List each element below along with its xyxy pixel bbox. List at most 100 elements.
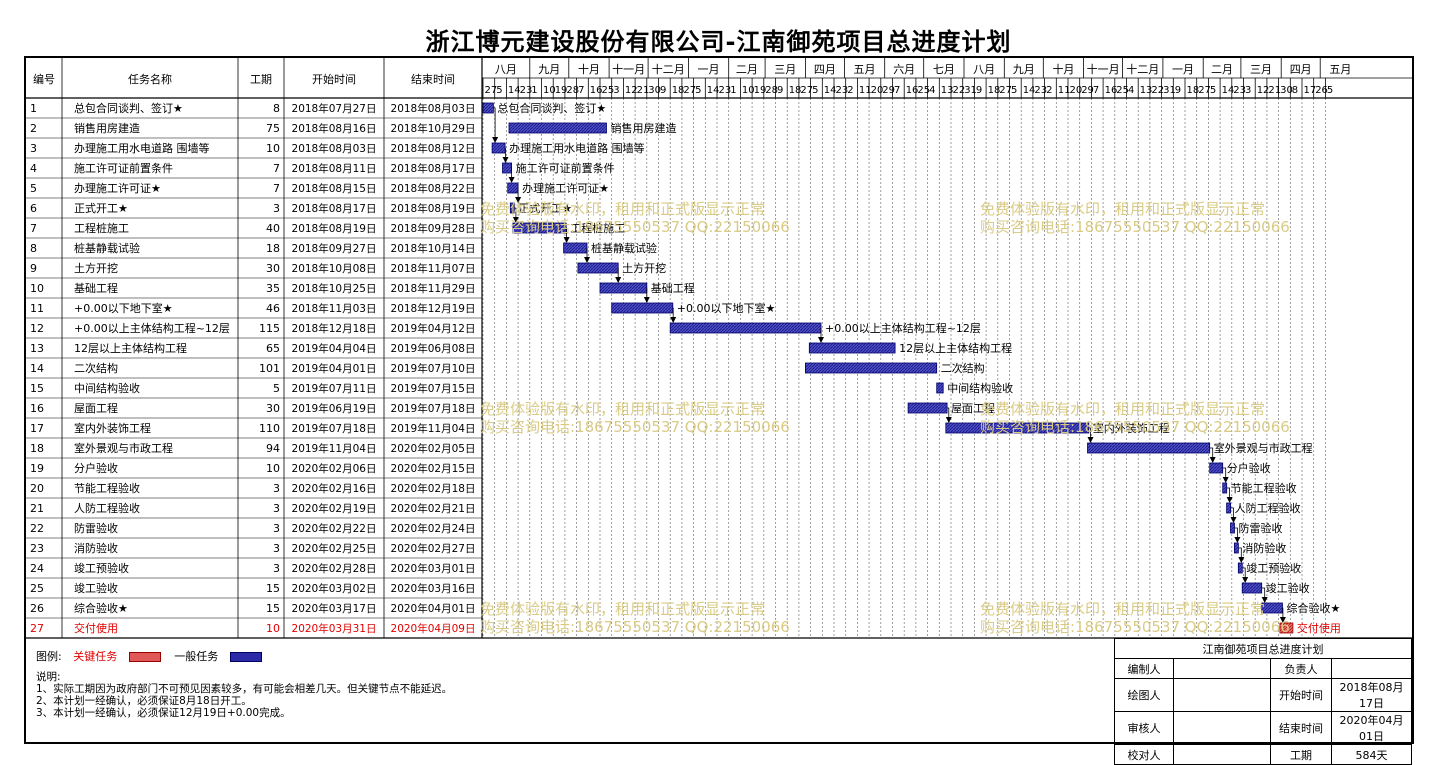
week-label: 5 [1327, 85, 1333, 96]
watermark: 免费体验版有水印，租用和正式版显示正常购买咨询电话:18675550537 QQ… [980, 400, 1290, 436]
dependency-link [1222, 467, 1229, 483]
week-label: 20 [871, 85, 884, 96]
task-duration: 35 [266, 282, 280, 295]
task-end: 2018年11月29日 [391, 282, 476, 295]
task-name: 竣工预验收 [74, 561, 129, 575]
column-header: 开始时间 [312, 72, 356, 86]
bar-label: 二次结构 [941, 361, 985, 375]
page-title: 浙江博元建设股份有限公司-江南御苑项目总进度计划 [425, 28, 1012, 56]
watermark: 免费体验版有水印，租用和正式版显示正常购买咨询电话:18675550537 QQ… [980, 200, 1290, 236]
dependency-link [1087, 427, 1094, 443]
bar-label: 室外景观与市政工程 [1214, 441, 1313, 455]
gantt-bar [482, 102, 494, 114]
task-start: 2020年02月16日 [292, 482, 377, 495]
bar-label: 竣工预验收 [1246, 561, 1301, 575]
bar-label: 销售用房建造 [611, 121, 677, 135]
gantt-bar [907, 402, 948, 414]
end-value: 2020年04月01日 [1331, 711, 1412, 745]
week-label: 5 [496, 85, 502, 96]
bar-label: 12层以上主体结构工程 [899, 341, 1012, 355]
task-id: 7 [30, 222, 37, 235]
task-start: 2019年07月11日 [292, 382, 377, 395]
task-name: 12层以上主体结构工程 [74, 341, 187, 355]
task-end: 2018年10月14日 [391, 242, 476, 255]
week-label: 12 [1257, 85, 1270, 96]
bar-label: 人防工程验收 [1235, 501, 1301, 515]
bar-label: 防雷验收 [1239, 521, 1283, 535]
week-label: 11 [859, 85, 872, 96]
month-label: 二月 [1211, 63, 1233, 76]
task-id: 15 [30, 382, 44, 395]
dependency-link [512, 207, 519, 223]
task-end: 2019年11月04日 [391, 422, 476, 435]
week-label: 19 [754, 85, 767, 96]
month-label: 十一月 [1087, 62, 1120, 76]
dependency-link [1238, 547, 1245, 563]
task-name: 工程桩施工 [74, 221, 129, 235]
month-label: 十二月 [652, 62, 685, 76]
task-duration: 30 [266, 262, 280, 275]
task-start: 2019年06月19日 [292, 402, 377, 415]
week-label: 13 [941, 85, 954, 96]
task-duration: 18 [266, 242, 280, 255]
gantt-bar [1234, 542, 1239, 554]
task-end: 2018年08月03日 [391, 102, 476, 115]
task-end: 2018年08月22日 [391, 182, 476, 195]
dependency-link [1234, 527, 1241, 543]
task-duration: 3 [273, 522, 280, 535]
gantt-bar [808, 342, 896, 354]
task-id: 2 [30, 122, 37, 135]
task-id: 5 [30, 182, 37, 195]
month-label: 一月 [698, 63, 720, 76]
gantt-bar [1230, 522, 1235, 534]
task-id: 11 [30, 302, 44, 315]
gantt-bar [1222, 482, 1228, 494]
bar-label: 总包合同谈判、签订★ [497, 101, 606, 115]
task-end: 2018年08月17日 [391, 162, 476, 175]
gantt-bar [1237, 562, 1243, 574]
bar-label: 交付使用 [1297, 621, 1341, 635]
task-start: 2018年08月15日 [292, 182, 377, 195]
week-label: 18 [672, 85, 685, 96]
task-id: 8 [30, 242, 37, 255]
week-label: 3 [1245, 85, 1251, 96]
task-name: 办理施工许可证★ [74, 182, 161, 195]
month-label: 十月 [578, 62, 600, 76]
dependency-link [1230, 507, 1237, 523]
task-id: 26 [30, 602, 44, 615]
task-duration: 3 [273, 202, 280, 215]
task-duration: 10 [266, 142, 280, 155]
task-end: 2019年06月08日 [391, 342, 476, 355]
task-start: 2020年03月31日 [292, 622, 377, 635]
task-end: 2018年09月28日 [391, 222, 476, 235]
month-label: 七月 [933, 63, 955, 76]
gantt-bar [507, 182, 519, 194]
week-label: 25 [602, 85, 615, 96]
week-label: 28 [566, 85, 579, 96]
bar-label: 屋面工程 [951, 402, 995, 415]
task-name: 总包合同谈判、签订★ [74, 101, 183, 115]
gantt-bar [669, 322, 822, 334]
month-label: 十一月 [612, 62, 645, 76]
task-end: 2018年12月19日 [391, 302, 476, 315]
week-label: 14 [508, 85, 521, 96]
gantt-bar [1087, 442, 1211, 454]
signoff-title: 江南御苑项目总进度计划 [1114, 638, 1412, 659]
task-end: 2018年10月29日 [391, 122, 476, 135]
task-end: 2020年02月15日 [391, 462, 476, 475]
task-name: 中间结构验收 [74, 381, 140, 395]
task-name: 人防工程验收 [74, 501, 140, 515]
week-label: 23 [520, 85, 533, 96]
task-duration: 7 [273, 182, 280, 195]
gantt-bar [1241, 582, 1263, 594]
month-label: 十二月 [1126, 62, 1159, 76]
task-duration: 10 [266, 462, 280, 475]
task-end: 2020年02月21日 [391, 502, 476, 515]
task-duration: 101 [259, 362, 280, 375]
dependency-link [945, 407, 952, 423]
bar-label: 办理施工许可证★ [522, 182, 609, 195]
dependency-link [1261, 587, 1268, 603]
week-label: 5 [1011, 85, 1017, 96]
week-label: 22 [953, 85, 966, 96]
